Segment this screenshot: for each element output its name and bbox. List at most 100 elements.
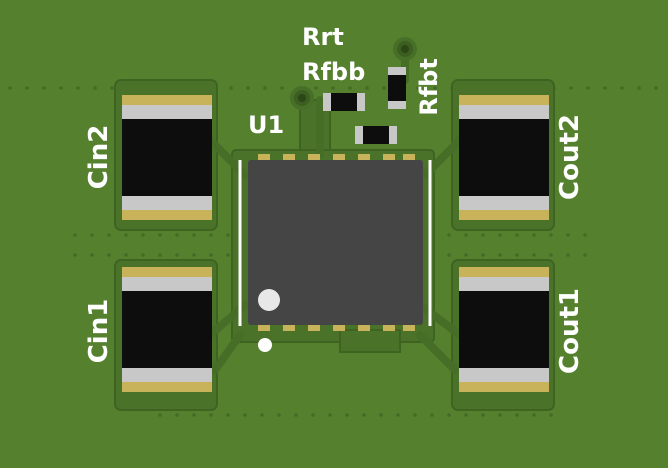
via-dot xyxy=(413,413,417,417)
via-dot xyxy=(481,233,485,237)
via-dot xyxy=(158,253,162,257)
via-dot xyxy=(175,413,179,417)
via-dot xyxy=(73,253,77,257)
silk-pin1-dot xyxy=(258,338,272,352)
via-dot xyxy=(637,86,641,90)
via-dot xyxy=(192,413,196,417)
via-dot xyxy=(586,86,590,90)
via-dot xyxy=(110,86,114,90)
resistor-rfbt[interactable] xyxy=(388,67,406,109)
capacitor-cin1[interactable] xyxy=(122,267,212,392)
via-dot xyxy=(229,86,233,90)
ic-u1-pins-bottom xyxy=(258,325,415,331)
via-dot xyxy=(209,253,213,257)
via-dot xyxy=(311,413,315,417)
via-dot xyxy=(280,86,284,90)
via-dot xyxy=(260,413,264,417)
via-dot xyxy=(348,86,352,90)
via-dot xyxy=(447,413,451,417)
via-dot xyxy=(107,233,111,237)
via-dot xyxy=(331,86,335,90)
label-cout2: Cout2 xyxy=(555,114,585,200)
via-dot xyxy=(620,86,624,90)
via-dot xyxy=(583,233,587,237)
via xyxy=(401,45,409,53)
label-rrt: Rrt xyxy=(302,23,344,51)
via-dot xyxy=(93,86,97,90)
via-dot xyxy=(42,86,46,90)
via-dot xyxy=(209,413,213,417)
via-dot xyxy=(498,413,502,417)
via-dot xyxy=(175,253,179,257)
resistor-rrt[interactable] xyxy=(355,126,397,144)
via-dot xyxy=(192,253,196,257)
capacitor-cout1[interactable] xyxy=(459,267,549,392)
via-dot xyxy=(498,253,502,257)
via-dot xyxy=(382,86,386,90)
via-dot xyxy=(447,233,451,237)
via-dot xyxy=(263,86,267,90)
via-dot xyxy=(654,86,658,90)
ic-u1[interactable] xyxy=(238,154,432,331)
via-dot xyxy=(365,86,369,90)
capacitor-cout2[interactable] xyxy=(459,95,549,220)
via-dot xyxy=(314,86,318,90)
label-cout1: Cout1 xyxy=(555,288,585,374)
via-dot xyxy=(328,413,332,417)
via-dot xyxy=(430,413,434,417)
via-dot xyxy=(396,413,400,417)
label-rfbb: Rfbb xyxy=(302,58,365,86)
via-dot xyxy=(141,253,145,257)
via-dot xyxy=(379,413,383,417)
via-dot xyxy=(8,86,12,90)
via-dot xyxy=(76,86,80,90)
via-dot xyxy=(464,233,468,237)
via-dot xyxy=(209,233,213,237)
via-dot xyxy=(498,233,502,237)
via-dot xyxy=(345,413,349,417)
label-rfbt: Rfbt xyxy=(415,58,443,116)
via-dot xyxy=(549,253,553,257)
via-dot xyxy=(90,253,94,257)
via xyxy=(298,94,306,102)
via-dot xyxy=(59,86,63,90)
via-dot xyxy=(124,233,128,237)
via-dot xyxy=(433,86,437,90)
via-dot xyxy=(566,233,570,237)
vias xyxy=(290,37,417,110)
via-dot xyxy=(515,233,519,237)
via-dot xyxy=(549,413,553,417)
via-dot xyxy=(141,233,145,237)
via-dot xyxy=(464,253,468,257)
via-dot xyxy=(603,86,607,90)
via-dot xyxy=(515,413,519,417)
via-dot xyxy=(569,86,573,90)
label-cin2: Cin2 xyxy=(84,125,114,190)
pin1-marker xyxy=(258,289,280,311)
via-dot xyxy=(566,253,570,257)
via-dot xyxy=(226,233,230,237)
via-dot xyxy=(175,233,179,237)
via-dot xyxy=(192,233,196,237)
via-dot xyxy=(226,413,230,417)
label-cin1: Cin1 xyxy=(84,299,114,364)
resistor-rfbb[interactable] xyxy=(323,93,365,111)
label-u1: U1 xyxy=(248,111,284,139)
via-dot xyxy=(481,253,485,257)
via-dot xyxy=(226,253,230,257)
via-dot xyxy=(532,413,536,417)
via-dot xyxy=(158,413,162,417)
via-dot xyxy=(158,233,162,237)
ic-u1-pins-top xyxy=(258,154,415,160)
via-dot xyxy=(481,413,485,417)
via-dot xyxy=(246,86,250,90)
via-dot xyxy=(73,233,77,237)
capacitor-cin2[interactable] xyxy=(122,95,212,220)
via-dot xyxy=(362,413,366,417)
via-dot xyxy=(464,413,468,417)
via-dot xyxy=(515,253,519,257)
via-dot xyxy=(583,253,587,257)
via-dot xyxy=(243,413,247,417)
via-dot xyxy=(549,233,553,237)
